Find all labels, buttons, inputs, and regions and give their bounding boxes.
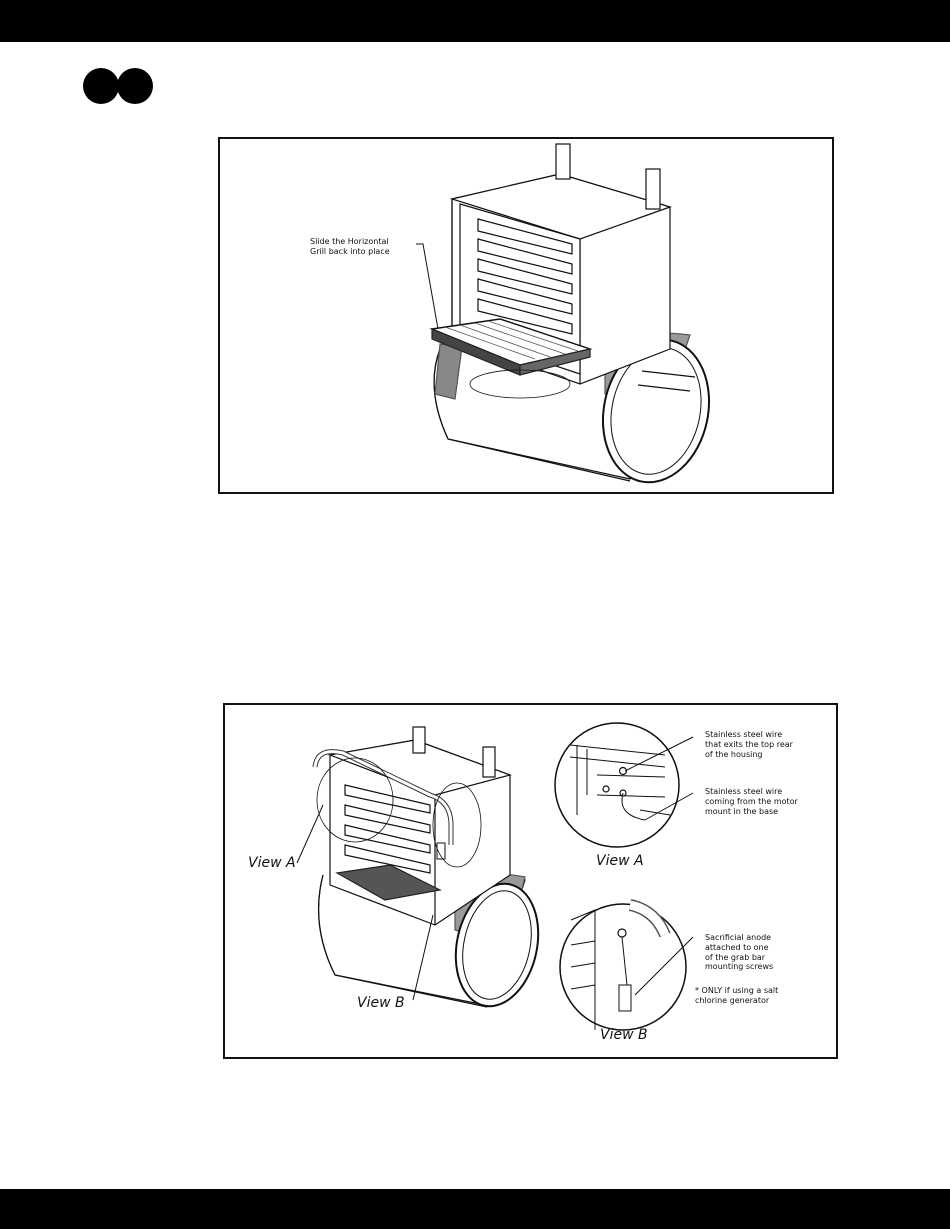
figure-horizontal-grill: Slide the Horizontal Grill back into pla…	[218, 137, 834, 494]
top-header-band	[0, 0, 950, 42]
salt-generator-note: * ONLY if using a salt chlorine generato…	[695, 986, 778, 1006]
inset-b-title: View B	[600, 1027, 648, 1044]
figure-anode-views: View A View B View A View B Stainless st…	[223, 703, 838, 1059]
wire-top-note: Stainless steel wire that exits the top …	[705, 730, 793, 759]
grill-callout-text: Slide the Horizontal Grill back into pla…	[310, 237, 390, 257]
wire-base-note: Stainless steel wire coming from the mot…	[705, 787, 798, 816]
step-marker-dot	[83, 68, 119, 104]
heater-illustration-1	[220, 139, 832, 492]
view-a-pointer-label: View A	[248, 855, 296, 872]
bottom-footer-band	[0, 1189, 950, 1229]
anode-note: Sacrificial anode attached to one of the…	[705, 933, 773, 972]
inset-a-title: View A	[596, 853, 644, 870]
view-b-pointer-label: View B	[357, 995, 405, 1012]
step-marker-dot	[117, 68, 153, 104]
